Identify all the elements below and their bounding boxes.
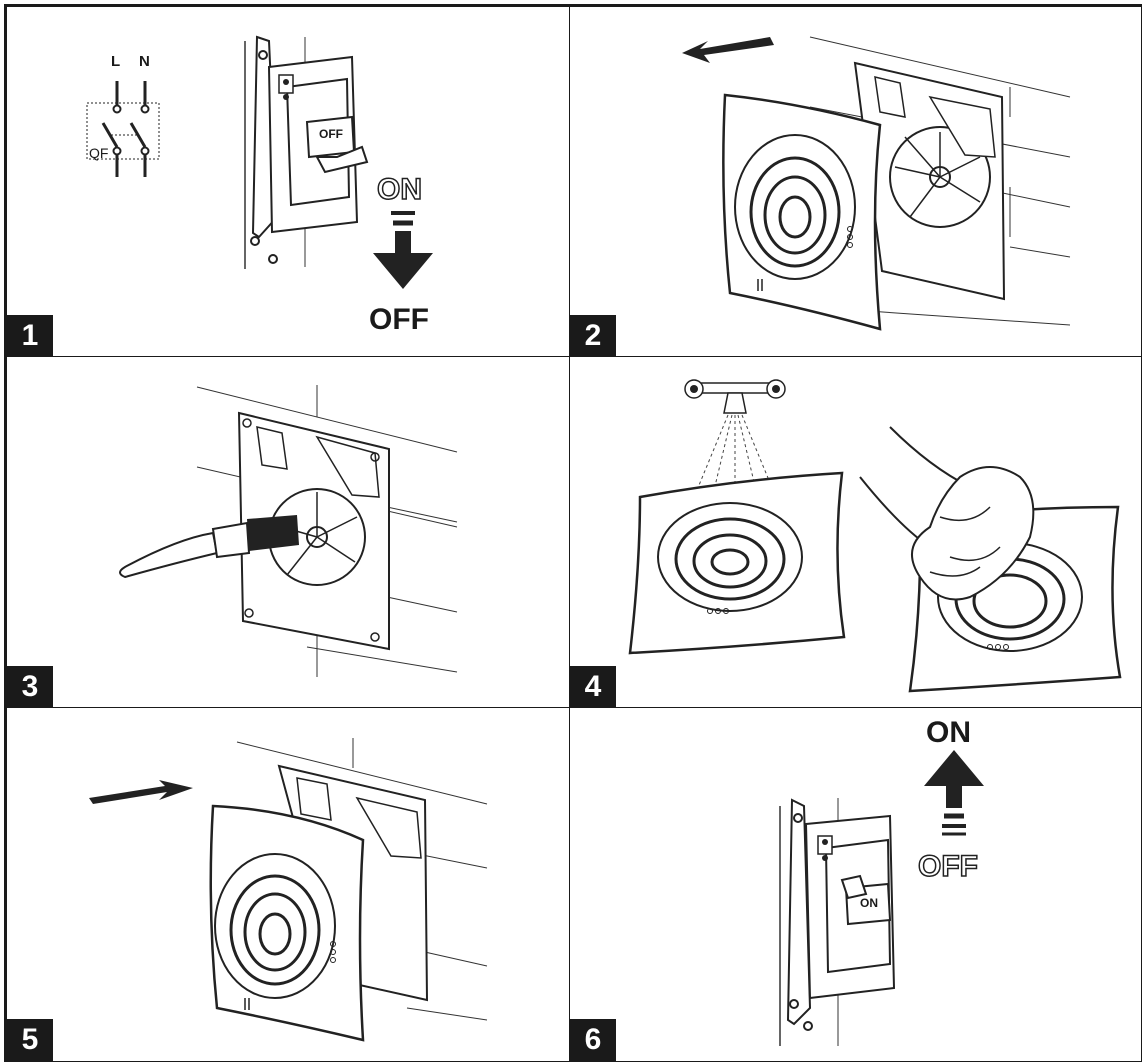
- step-number: 2: [570, 315, 616, 357]
- step-5-illustration: [89, 738, 488, 1042]
- switch-from-label: OFF: [917, 849, 979, 884]
- step-number: 3: [7, 666, 53, 708]
- switch-to-label: ON: [926, 716, 971, 749]
- breaker-toggle-label: ON: [860, 896, 878, 910]
- step-1-illustration: [86, 35, 433, 289]
- step-2-panel: 2: [569, 6, 1142, 358]
- breaker-toggle-label: OFF: [319, 127, 343, 141]
- step-number: 1: [7, 315, 53, 357]
- step-number: 5: [7, 1019, 53, 1061]
- step-3-illustration: [119, 385, 458, 677]
- step-3-panel: 3: [6, 356, 571, 709]
- instructions-frame: L N QF OFF ON OFF 1: [4, 4, 1142, 1062]
- step-2-illustration: [682, 36, 1071, 331]
- step-6-illustration: [779, 750, 984, 1046]
- step-4-illustration: [628, 379, 1122, 693]
- step-number: 6: [570, 1019, 616, 1061]
- label-l: L: [111, 53, 121, 70]
- step-number: 4: [570, 666, 616, 708]
- step-4-panel: 4: [569, 356, 1142, 709]
- switch-from-label: ON: [376, 172, 423, 207]
- step-5-panel: 5: [6, 707, 571, 1062]
- step-1-panel: L N QF OFF ON OFF 1: [6, 6, 571, 358]
- label-n: N: [139, 53, 150, 70]
- switch-to-label: OFF: [369, 303, 429, 336]
- label-qf: QF: [89, 145, 109, 161]
- step-6-panel: ON OFF ON 6: [569, 707, 1142, 1062]
